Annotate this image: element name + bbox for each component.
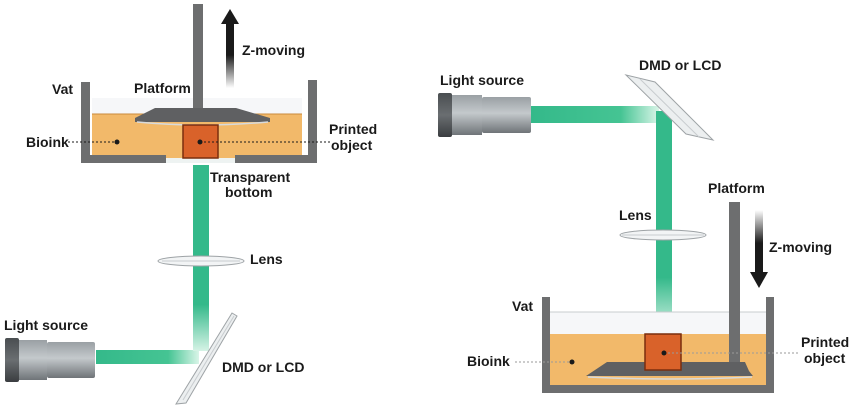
right-label-platform: Platform — [708, 180, 765, 196]
left-label-printed-object-1: Printed — [329, 121, 377, 137]
right-label-dmd: DMD or LCD — [639, 57, 721, 73]
right-label-lens: Lens — [619, 207, 652, 223]
left-label-platform: Platform — [134, 80, 191, 96]
right-diagram: Light source DMD or LCD Platform Lens Z-… — [438, 57, 849, 393]
right-beam-vertical — [656, 111, 672, 333]
right-light-source — [438, 93, 531, 137]
right-beam-horizontal — [531, 106, 659, 123]
right-label-z-moving: Z-moving — [769, 239, 832, 255]
left-label-vat: Vat — [52, 81, 73, 97]
right-label-printed-object-2: object — [804, 350, 846, 366]
left-label-z-moving: Z-moving — [242, 42, 305, 58]
left-lens — [157, 255, 245, 267]
left-light-source — [5, 338, 95, 382]
left-label-bioink: Bioink — [26, 134, 69, 150]
left-label-printed-object-2: object — [331, 137, 373, 153]
left-label-lens: Lens — [250, 251, 283, 267]
left-diagram: Z-moving Vat Platform Bioink Printed obj… — [4, 4, 377, 405]
right-label-printed-object-1: Printed — [801, 334, 849, 350]
right-z-arrow-down-icon — [750, 210, 768, 288]
left-z-arrow-up-icon — [221, 9, 239, 88]
right-dmd — [624, 74, 715, 141]
left-dmd — [175, 312, 238, 405]
right-label-bioink: Bioink — [467, 353, 510, 369]
right-label-light-source: Light source — [440, 72, 524, 88]
left-label-light-source: Light source — [4, 317, 88, 333]
left-label-transparent-bottom-1: Transparent — [210, 169, 290, 185]
right-label-vat: Vat — [512, 298, 533, 314]
right-lens — [619, 229, 707, 241]
left-label-dmd: DMD or LCD — [222, 359, 304, 375]
left-beam-horizontal — [96, 350, 199, 364]
left-label-transparent-bottom-2: bottom — [225, 184, 272, 200]
